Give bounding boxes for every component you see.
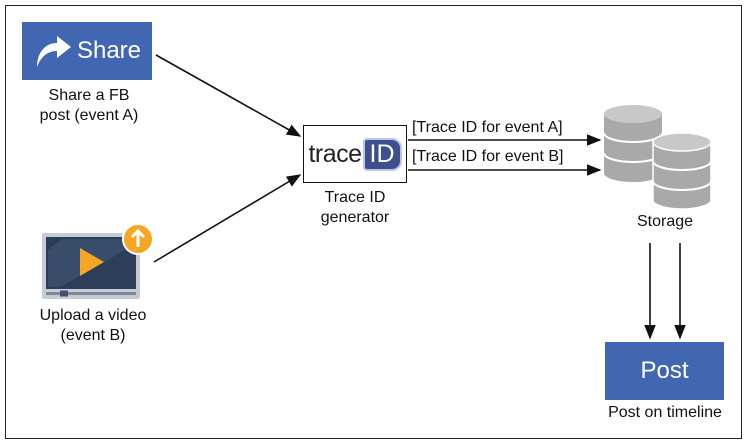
storage-caption: Storage <box>636 213 694 230</box>
post-button: Post <box>605 342 724 400</box>
storage-icon <box>603 105 712 210</box>
video-player-icon <box>42 233 140 299</box>
arrow-upload-to-generator <box>153 174 302 263</box>
upload-caption-line1: Upload a video <box>39 307 147 324</box>
share-caption-line1: Share a FB <box>48 87 130 104</box>
share-caption-line2: post (event A) <box>39 107 139 124</box>
share-caption: Share a FB post (event A) <box>14 86 164 126</box>
generator-caption-line2: generator <box>320 209 390 226</box>
trace-b-edge-label: [Trace ID for event B] <box>412 148 564 165</box>
id-logo-badge: ID <box>362 137 402 171</box>
upload-caption: Upload a video (event B) <box>18 306 168 346</box>
trace-a-edge-label: [Trace ID for event A] <box>412 119 563 136</box>
share-button: Share <box>22 22 152 80</box>
diagram-frame <box>5 5 742 439</box>
upload-caption-line2: (event B) <box>60 327 126 344</box>
arrow-share-to-generator <box>155 54 302 137</box>
post-button-label: Post <box>640 357 689 384</box>
share-button-label: Share <box>76 37 142 64</box>
trace-logo-text: trace <box>308 139 362 168</box>
share-arrow-icon <box>36 36 71 67</box>
database-cylinder-front <box>652 132 712 210</box>
generator-caption-line1: Trace ID <box>324 189 386 206</box>
upload-badge-icon <box>122 223 154 255</box>
generator-caption: Trace ID generator <box>280 188 430 228</box>
post-caption: Post on timeline <box>608 404 722 421</box>
